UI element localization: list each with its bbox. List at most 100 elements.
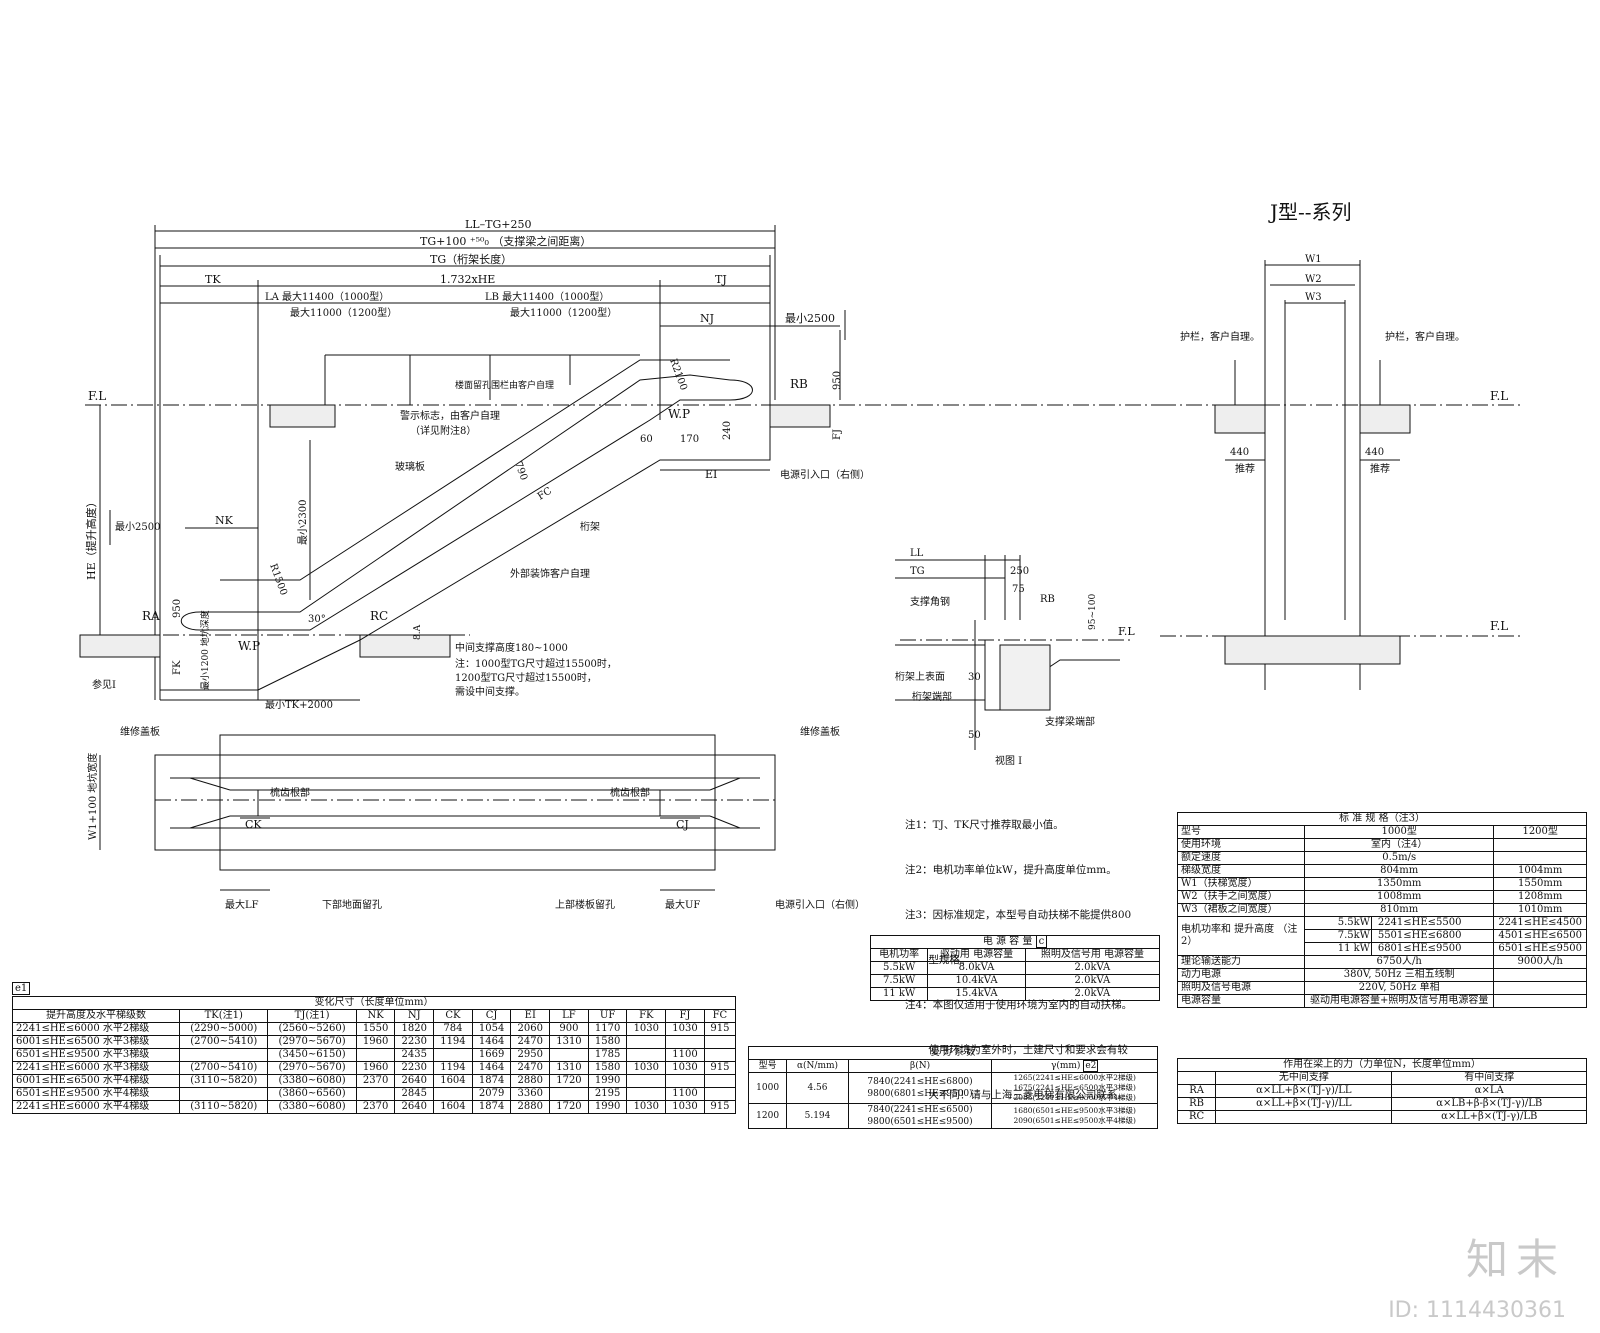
- cell: 15.4kVA: [927, 987, 1026, 1001]
- cell: 2470: [510, 1061, 551, 1075]
- ra-label: RA: [142, 609, 160, 623]
- cell: 1960: [355, 1061, 396, 1075]
- page-title: J型--系列: [1270, 200, 1352, 224]
- th: UF: [587, 1009, 628, 1023]
- cell: 2370: [355, 1074, 396, 1088]
- detail-50: 50: [968, 730, 981, 741]
- cell: 1580: [587, 1061, 628, 1075]
- warn-label-1: 警示标志，由客户自理: [400, 409, 500, 422]
- th: CK: [433, 1009, 473, 1023]
- th: NJ: [394, 1009, 435, 1023]
- detail-beam-end: 支撑梁端部: [1045, 715, 1095, 728]
- cell: RB: [1176, 1097, 1217, 1111]
- motor-label: 电机功率和 提升高度 （注2）: [1177, 916, 1305, 956]
- cell: 1550mm: [1493, 877, 1587, 891]
- force-table-title: 受 力 系 数: [748, 1046, 1158, 1060]
- comb-left-label: 梳齿根部: [270, 786, 310, 799]
- cell: 1030: [665, 1100, 705, 1114]
- cell: 1194: [433, 1061, 473, 1075]
- cell: 1200: [747, 1103, 788, 1129]
- force-coefficient-table: 受 力 系 数 型号 α(N/mm) β(N) γ(mm) e2 1000 4.…: [747, 1046, 1158, 1129]
- vary-dimension-table: 变化尺寸（长度单位mm） 提升高度及水平梯级数 TK(注1) TJ(注1) NK…: [11, 996, 737, 1114]
- cell: 1030: [626, 1100, 667, 1114]
- min-tk2000-label: 最小TK+2000: [265, 699, 333, 711]
- ext-deco-label: 外部装饰客户自理: [510, 567, 590, 580]
- th: [1176, 1071, 1217, 1085]
- cell: 1008mm: [1303, 890, 1495, 904]
- brand-watermark: 知末: [1465, 1235, 1566, 1284]
- cell: 2230: [394, 1035, 435, 1049]
- cell: 6750人/h: [1303, 955, 1495, 969]
- th: γ(mm) e2: [991, 1059, 1158, 1073]
- cell: 5.5kW: [869, 961, 929, 975]
- detail-250: 250: [1010, 566, 1029, 577]
- dim-1732-he: 1.732xHE: [440, 273, 495, 286]
- cell: 驱动用电源容量+照明及信号用电源容量: [1303, 994, 1495, 1008]
- cell: 理论输送能力: [1177, 955, 1305, 969]
- cell: 1820: [394, 1022, 435, 1036]
- lb-max-1200: 最大11000（1200型）: [510, 306, 617, 319]
- cross-rail-right: 护栏，客户自理。: [1385, 330, 1465, 343]
- id-watermark: ID: 1114430361: [1388, 1298, 1566, 1323]
- cell: 1030: [665, 1022, 705, 1036]
- table-row: 2241≤HE≤6000 水平2梯级(2290~5000)(2560~5260)…: [11, 1022, 737, 1036]
- dim-nj: NJ: [700, 312, 714, 325]
- cell: 1030: [626, 1022, 667, 1036]
- d950-right: 950: [832, 371, 843, 390]
- cell: 1990: [587, 1100, 628, 1114]
- note-2: 注2：电机功率单位kW，提升高度单位mm。: [905, 864, 1117, 876]
- cross-w2: W2: [1305, 274, 1322, 285]
- motor-kw: 7.5kW: [1337, 930, 1372, 942]
- th: NK: [355, 1009, 396, 1023]
- table-row: 电源容量驱动用电源容量+照明及信号用电源容量: [1177, 994, 1587, 1008]
- cell: 6501≤HE≤9500 水平3梯级: [11, 1048, 181, 1062]
- cell: [1493, 851, 1587, 865]
- cell: 1265(2241≤HE≤6000水平2梯级)1675(2241≤HE≤6500…: [991, 1072, 1158, 1104]
- cell: 2241≤HE≤6000 水平4梯级: [11, 1100, 181, 1114]
- cell: 梯级宽度: [1177, 864, 1305, 878]
- cell: 1720: [549, 1100, 589, 1114]
- th: 1000型: [1303, 825, 1495, 839]
- lower-hole-label: 下部地面留孔: [322, 898, 382, 911]
- th: 照明及信号用 电源容量: [1024, 948, 1161, 962]
- cell: 7840(2241≤HE≤6800)9800(6801≤HE≤9500): [847, 1072, 993, 1104]
- cell: 2241≤HE≤6000 水平2梯级: [11, 1022, 181, 1036]
- cell: [1493, 968, 1587, 982]
- cell: 室内（注4）: [1303, 838, 1495, 852]
- power-capacity-table: 电 源 容 量 c 电机功率 驱动用 电源容量 照明及信号用 电源容量 5.5k…: [869, 935, 1161, 1001]
- power-table-title: 电 源 容 量 c: [870, 935, 1160, 949]
- fl-left-label: F.L: [88, 389, 106, 403]
- th: LF: [549, 1009, 589, 1023]
- force-table-tag: e2: [1083, 1060, 1099, 1072]
- cell: α×LB+β-β×(TJ-γ)/LB: [1391, 1097, 1587, 1111]
- cell: 915: [703, 1022, 737, 1036]
- motor-kw: 11 kW: [1337, 943, 1372, 955]
- cell: 2241≤HE≤6000 水平3梯级: [11, 1061, 181, 1075]
- note-1: 注1：TJ、TK尺寸推荐取最小值。: [905, 819, 1064, 831]
- lb-max-1000: LB 最大11400（1000型）: [485, 290, 609, 303]
- cell: α×LL+β×(TJ-γ)/LL: [1215, 1097, 1393, 1111]
- mid-support-note: 注：1000型TG尺寸超过15500时， 1200型TG尺寸超过15500时， …: [455, 659, 617, 698]
- warn-label-2: （详见附注8）: [410, 424, 476, 437]
- note-4: 注4：本图仅适用于使用环境为室内的自动扶梯。: [905, 999, 1133, 1011]
- cell: 2241≤HE≤4500: [1493, 916, 1587, 930]
- d170-label: 170: [680, 434, 699, 445]
- ei-label: EI: [705, 468, 717, 481]
- cell: 2640: [394, 1100, 435, 1114]
- table-row: 2241≤HE≤6000 水平4梯级(3110~5820)(3380~6080)…: [11, 1100, 737, 1114]
- fk-label: FK: [172, 660, 183, 675]
- th: 型号: [747, 1059, 788, 1073]
- cell: RA: [1176, 1084, 1217, 1098]
- cell: (2970~5670): [267, 1035, 357, 1049]
- cell: [665, 1035, 705, 1049]
